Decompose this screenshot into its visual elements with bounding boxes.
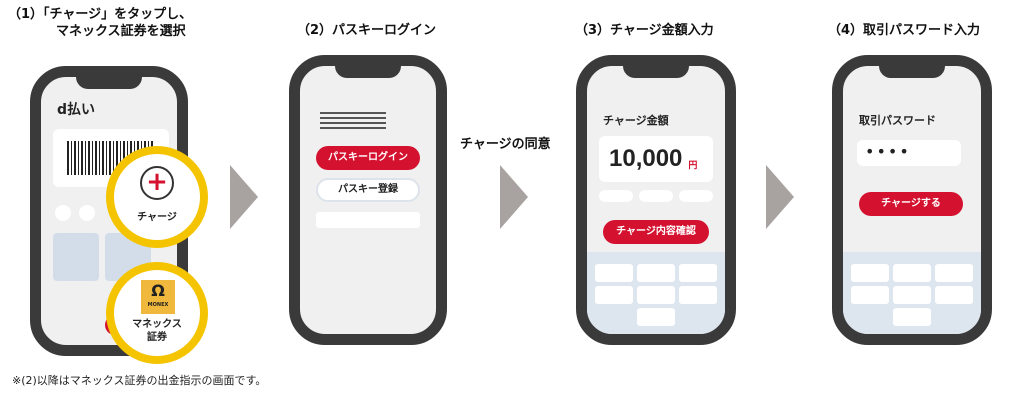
tile xyxy=(53,233,99,281)
arrow-right-icon xyxy=(766,165,794,229)
menu-dot xyxy=(79,205,95,221)
step1-title-line2: マネックス証券を選択 xyxy=(56,24,186,39)
charge-label: チャージ xyxy=(137,212,177,223)
password-field[interactable]: •••• xyxy=(857,140,961,166)
step3-title: （3）チャージ金額入力 xyxy=(575,23,714,38)
passkey-register-button[interactable]: パスキー登録 xyxy=(316,178,420,202)
amount-label: チャージ金額 xyxy=(603,114,669,127)
preset-chip xyxy=(599,190,633,202)
footnote: ※(2)以降はマネックス証券の出金指示の画面です。 xyxy=(12,374,267,387)
keypad xyxy=(843,252,981,334)
input-placeholder xyxy=(316,212,420,228)
consent-label: チャージの同意 xyxy=(460,137,551,152)
dpay-logo: d払い xyxy=(57,102,96,118)
phone-notch xyxy=(335,66,401,78)
monex-label-1: マネックス xyxy=(132,319,182,330)
amount-value: 10,000 xyxy=(609,145,683,172)
monex-label-2: 証券 xyxy=(147,332,167,343)
monex-logo: Ω MONEX xyxy=(141,280,175,314)
plus-icon: + xyxy=(140,166,174,200)
amount-unit: 円 xyxy=(688,161,698,171)
charge-submit-button[interactable]: チャージする xyxy=(859,192,963,216)
password-label: 取引パスワード xyxy=(859,114,936,127)
phone-step4: 取引パスワード •••• チャージする xyxy=(832,55,992,345)
charge-highlight[interactable]: + チャージ xyxy=(106,146,208,248)
text-placeholder-icon xyxy=(320,112,386,130)
step2-title: （2）パスキーログイン xyxy=(297,23,437,38)
amount-row: 10,000 円 xyxy=(609,136,707,182)
preset-chip xyxy=(639,190,673,202)
phone-notch xyxy=(879,66,945,78)
step4-title: （4）取引パスワード入力 xyxy=(828,23,981,38)
phone-step2: パスキーログイン パスキー登録 xyxy=(289,55,447,345)
phone-notch xyxy=(76,77,142,89)
step1-title: （1）「チャージ」をタップし、 マネックス証券を選択 xyxy=(8,6,192,40)
monex-logo-text: MONEX xyxy=(147,302,169,308)
phone-step3: チャージ金額 10,000 円 チャージ内容確認 xyxy=(576,55,736,345)
keypad xyxy=(587,252,725,334)
phone-notch xyxy=(623,66,689,78)
arrow-right-icon xyxy=(500,165,528,229)
amount-field[interactable]: 10,000 円 xyxy=(599,136,713,182)
arrow-right-icon xyxy=(230,165,258,229)
step1-title-line1: （1）「チャージ」をタップし、 xyxy=(8,7,193,22)
charge-confirm-button[interactable]: チャージ内容確認 xyxy=(603,220,709,244)
passkey-login-button[interactable]: パスキーログイン xyxy=(316,146,420,170)
preset-chip xyxy=(679,190,713,202)
menu-dot xyxy=(55,205,71,221)
monex-highlight[interactable]: Ω MONEX マネックス 証券 xyxy=(106,262,208,364)
monex-figure-icon: Ω xyxy=(151,281,165,300)
monex-label: マネックス 証券 xyxy=(114,318,200,344)
